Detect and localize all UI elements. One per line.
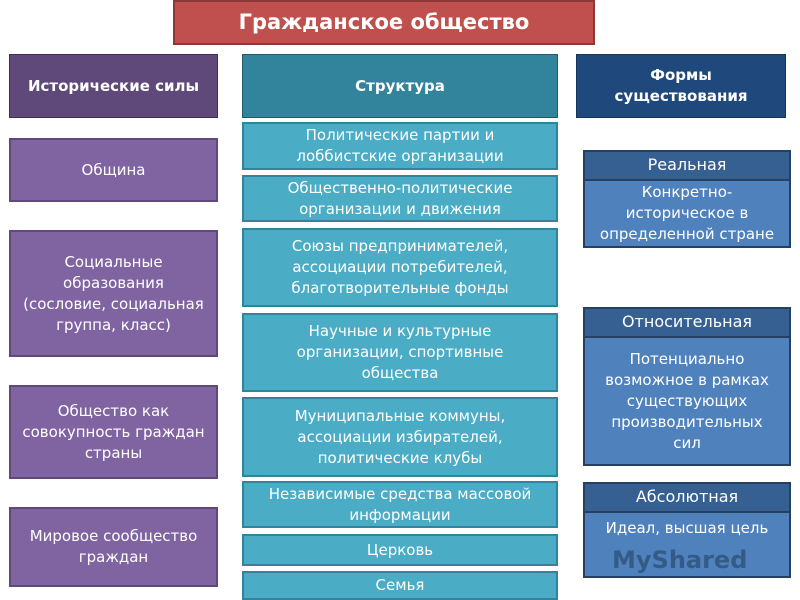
structure-header: Структура xyxy=(242,54,558,118)
form-description: Потенциально возможное в рамках существу… xyxy=(583,338,791,466)
structure-item: Церковь xyxy=(242,534,558,566)
page-title: Гражданское общество xyxy=(173,0,595,45)
form-name: Абсолютная xyxy=(583,482,791,513)
historical-item: Социальные образования (сословие, социал… xyxy=(9,230,218,357)
structure-item: Политические партии и лоббистские органи… xyxy=(242,122,558,170)
historical-item: Община xyxy=(9,138,218,202)
structure-item: Независимые средства массовой информации xyxy=(242,481,558,528)
structure-item: Научные и культурные организации, спорти… xyxy=(242,313,558,392)
structure-item: Муниципальные коммуны, ассоциации избира… xyxy=(242,397,558,477)
structure-item: Союзы предпринимателей, ассоциации потре… xyxy=(242,228,558,307)
form-description: Конкретно-историческое в определенной ст… xyxy=(583,181,791,248)
structure-item: Общественно-политические организации и д… xyxy=(242,175,558,222)
historical-item: Общество как совокупность граждан страны xyxy=(9,385,218,479)
structure-item: Семья xyxy=(242,571,558,600)
forms-header: Формы существования xyxy=(576,54,786,118)
form-name: Относительная xyxy=(583,307,791,338)
historical-header: Исторические силы xyxy=(9,54,218,118)
historical-item: Мировое сообщество граждан xyxy=(9,507,218,587)
form-description: Идеал, высшая цель xyxy=(583,513,791,578)
form-name: Реальная xyxy=(583,150,791,181)
